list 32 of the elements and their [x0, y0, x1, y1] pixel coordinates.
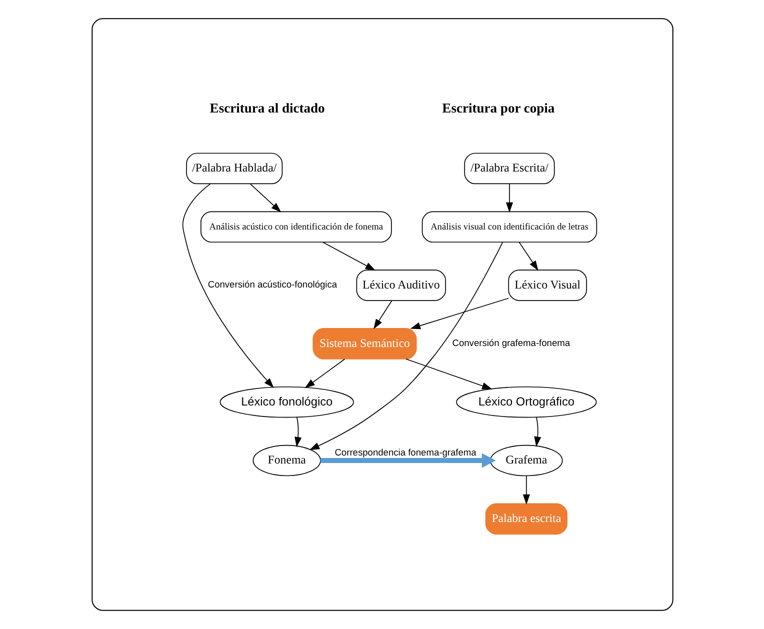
arrow: [518, 242, 538, 271]
edge-label: Conversión grafema-fonema: [452, 338, 570, 348]
node-box: /Palabra Hablada/: [186, 152, 282, 184]
label: Escritura al dictado: [209, 100, 324, 116]
arrow: [373, 300, 392, 330]
node-box: Sistema Semántico: [312, 328, 416, 360]
arrow: [249, 184, 281, 212]
arrow: [534, 416, 541, 447]
node-box: Léxico Visual: [508, 270, 586, 301]
node-box: Léxico Auditivo: [356, 270, 446, 301]
node-box: Palabra escrita: [484, 503, 567, 535]
label: Escritura por copia: [442, 100, 554, 116]
arrow: [522, 476, 530, 505]
arrow: [320, 453, 496, 468]
node-ellipse: Léxico fonológico: [219, 386, 354, 418]
arrow: [304, 358, 345, 388]
arrow: [182, 183, 274, 388]
arrow: [405, 358, 492, 390]
edge-label: Correspondencia fonema-grafema: [334, 447, 476, 458]
node-box: Análisis acústico con identificación de fonema: [200, 211, 392, 243]
arrow: [294, 416, 302, 448]
arrow: [322, 242, 376, 271]
edge-label: Conversión acústico-fonológica: [207, 280, 337, 290]
arrow: [308, 242, 502, 450]
arrow: [410, 298, 508, 330]
node-ellipse: Léxico Ortográfico: [456, 386, 596, 418]
node-ellipse: Grafema: [490, 444, 562, 476]
node-ellipse: Fonema: [252, 444, 320, 476]
node-box: Análisis visual con identificación de letras: [421, 211, 597, 243]
node-box: /Palabra Escrita/: [464, 152, 554, 184]
arrow: [505, 184, 513, 213]
cluster: [91, 18, 673, 611]
